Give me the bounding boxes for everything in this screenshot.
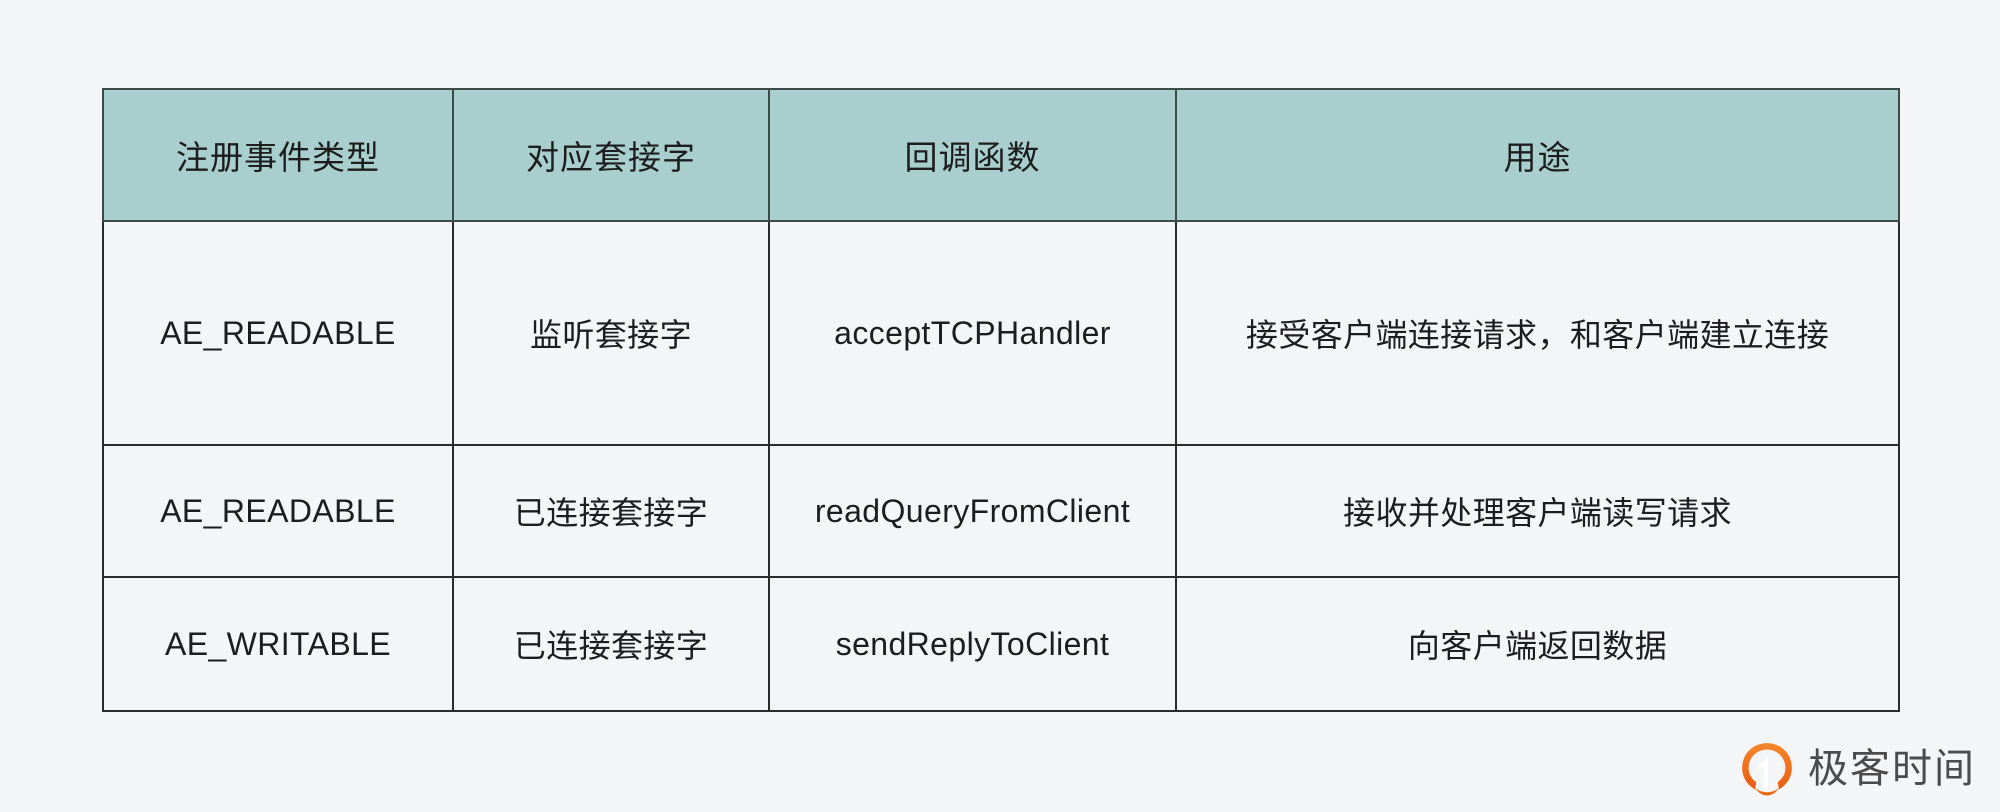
table-header: 注册事件类型 对应套接字 回调函数 用途 [102, 88, 1900, 222]
cell-event-type: AE_READABLE [102, 444, 454, 578]
table-row: AE_READABLE 已连接套接字 readQueryFromClient 接… [102, 444, 1900, 578]
cell-callback: readQueryFromClient [768, 444, 1177, 578]
column-header-purpose: 用途 [1175, 88, 1900, 222]
cell-socket: 监听套接字 [452, 220, 770, 446]
column-header-event-type: 注册事件类型 [102, 88, 454, 222]
cell-event-type: AE_READABLE [102, 220, 454, 446]
cell-callback: acceptTCPHandler [768, 220, 1177, 446]
watermark-logo: 极客时间 [1740, 738, 1976, 800]
column-header-socket: 对应套接字 [452, 88, 770, 222]
column-header-callback: 回调函数 [768, 88, 1177, 222]
table-header-row: 注册事件类型 对应套接字 回调函数 用途 [102, 88, 1900, 222]
geektime-logo-icon [1742, 743, 1792, 796]
cell-purpose: 向客户端返回数据 [1175, 576, 1900, 712]
cell-callback: sendReplyToClient [768, 576, 1177, 712]
brand-name: 极客时间 [1808, 747, 1976, 791]
table-row: AE_WRITABLE 已连接套接字 sendReplyToClient 向客户… [102, 576, 1900, 712]
event-registration-table-container: 注册事件类型 对应套接字 回调函数 用途 AE_READABLE 监听套接字 a… [102, 88, 1900, 712]
cell-event-type: AE_WRITABLE [102, 576, 454, 712]
cell-purpose: 接受客户端连接请求，和客户端建立连接 [1175, 220, 1900, 446]
cell-socket: 已连接套接字 [452, 444, 770, 578]
event-registration-table: 注册事件类型 对应套接字 回调函数 用途 AE_READABLE 监听套接字 a… [102, 88, 1900, 712]
cell-purpose: 接收并处理客户端读写请求 [1175, 444, 1900, 578]
table-body: AE_READABLE 监听套接字 acceptTCPHandler 接受客户端… [102, 220, 1900, 712]
table-row: AE_READABLE 监听套接字 acceptTCPHandler 接受客户端… [102, 220, 1900, 446]
cell-socket: 已连接套接字 [452, 576, 770, 712]
